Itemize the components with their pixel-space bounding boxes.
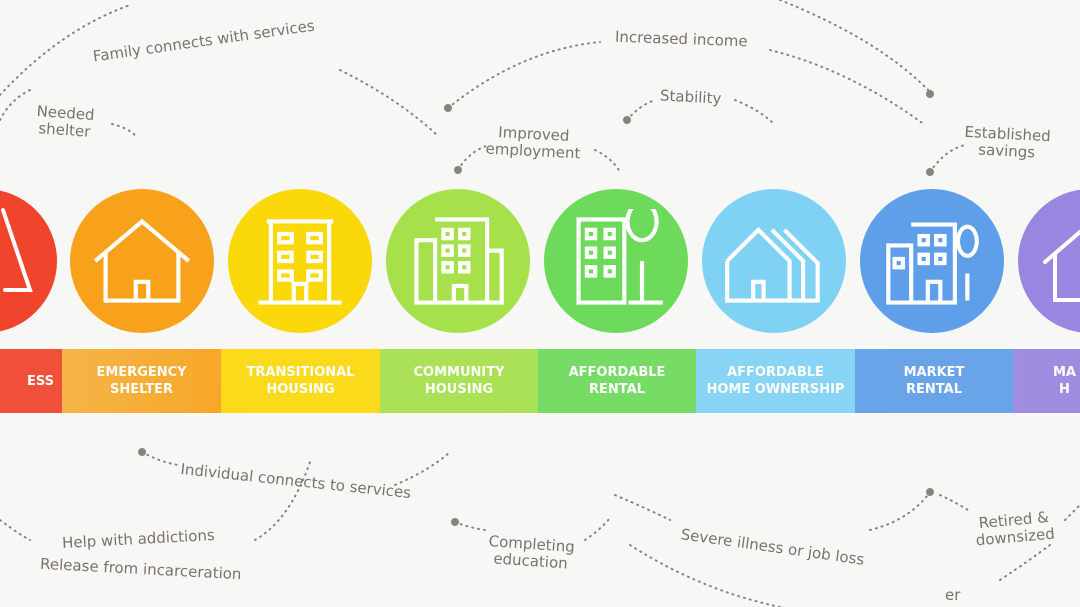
- circle-homelessness: [0, 190, 57, 332]
- stage-emergency-shelter: EMERGENCY SHELTER: [62, 349, 221, 413]
- stage-community-housing: COMMUNITY HOUSING: [380, 349, 538, 413]
- circle-community-housing: [386, 189, 530, 333]
- arc-needed-shelter: [111, 123, 137, 137]
- houses-icon: [725, 226, 820, 303]
- house-icon: [93, 218, 191, 303]
- buildings-icon: [414, 217, 504, 305]
- label-needed-shelter: Needed shelter: [36, 102, 96, 141]
- arc-individual-left: [141, 451, 179, 466]
- arc-savings: [929, 144, 966, 173]
- label-established-savings: Established savings: [964, 122, 1052, 162]
- arc-employment: [594, 149, 621, 173]
- arc-family-left: [0, 4, 131, 96]
- stage-transitional-housing: TRANSITIONAL HOUSING: [221, 349, 380, 413]
- stage-market-home-ownership: MA H: [1013, 349, 1080, 413]
- label-improved-employment: Improved employment: [485, 123, 581, 163]
- circle-affordable-rental: [544, 189, 688, 333]
- building-tree-icon: [576, 209, 663, 305]
- arc-income-right: [769, 49, 926, 126]
- stage-market-rental: MARKET RENTAL: [855, 349, 1013, 413]
- circle-affordable-home-ownership: [702, 189, 846, 333]
- stage-homelessness: ESS: [0, 349, 62, 413]
- label-completing-education: Completing education: [488, 532, 576, 573]
- stage-affordable-home-ownership: AFFORDABLE HOME OWNERSHIP: [696, 349, 855, 413]
- city-building-icon: [886, 222, 979, 305]
- label-partial: er: [945, 586, 961, 604]
- circle-market-home-ownership: [1018, 189, 1080, 333]
- arc-family-right: [339, 69, 439, 137]
- apartment-icon: [258, 219, 342, 305]
- label-retired-downsized: Retired & downsized: [975, 508, 1056, 550]
- arc-stability: [734, 99, 776, 126]
- stage-affordable-rental: AFFORDABLE RENTAL: [538, 349, 696, 413]
- circle-market-rental: [860, 189, 1004, 333]
- home-icon: [1043, 229, 1080, 302]
- tent-icon: [1, 208, 33, 292]
- label-stability: Stability: [659, 86, 722, 108]
- arc-income-left: [447, 41, 601, 109]
- circle-transitional-housing: [228, 189, 372, 333]
- circle-emergency-shelter: [70, 189, 214, 333]
